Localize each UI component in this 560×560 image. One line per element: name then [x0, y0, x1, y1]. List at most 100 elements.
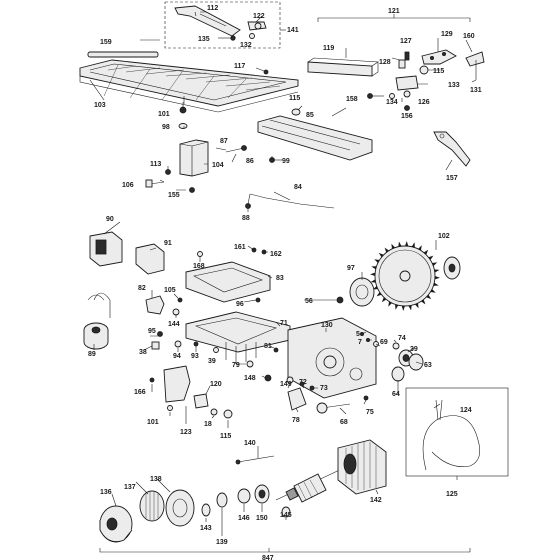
part-64	[391, 366, 405, 382]
part-106-head	[145, 179, 153, 188]
part-84-end	[247, 193, 251, 205]
part-97-hub	[355, 284, 369, 300]
label-150: 150	[256, 515, 268, 522]
part-96	[255, 297, 261, 303]
label-91: 91	[164, 240, 172, 247]
part-115-washer-b	[291, 108, 301, 116]
label-101-b: 101	[147, 419, 159, 426]
label-113: 113	[150, 161, 161, 168]
label-124: 124	[460, 407, 472, 414]
label-5: 5	[356, 331, 360, 338]
label-93: 93	[191, 353, 199, 360]
label-87: 87	[220, 138, 228, 145]
label-64: 64	[392, 391, 400, 398]
part-126	[403, 90, 411, 98]
label-145: 145	[280, 512, 292, 519]
label-99: 99	[282, 158, 290, 165]
part-79	[246, 360, 254, 368]
label-132: 132	[240, 42, 252, 49]
part-71-base	[185, 311, 291, 353]
part-103-edge	[79, 76, 299, 113]
part-56-head	[336, 296, 344, 304]
blade-tooth	[376, 291, 382, 297]
part-129-clamp	[421, 49, 457, 65]
blade-tooth	[405, 241, 409, 247]
part-73	[309, 385, 315, 391]
part-85-detail	[261, 119, 361, 151]
label-68: 68	[340, 419, 348, 426]
label-72: 72	[299, 379, 307, 386]
leader-142	[375, 489, 379, 495]
kit-141-box	[164, 1, 281, 49]
label-119: 119	[323, 45, 334, 52]
label-115-a: 115	[433, 68, 444, 75]
label-84: 84	[294, 184, 302, 191]
label-155: 155	[168, 192, 180, 199]
label-90: 90	[106, 216, 114, 223]
label-104: 104	[212, 162, 224, 169]
part-89-wires	[87, 292, 111, 318]
label-39-b: 39	[208, 358, 216, 365]
part-68-head	[316, 402, 328, 414]
part-112-detail	[194, 11, 227, 27]
part-137-fan	[139, 490, 165, 522]
part-84-rod	[249, 193, 335, 209]
label-63: 63	[424, 362, 432, 369]
part-122-hole	[254, 22, 262, 30]
part-155	[189, 187, 195, 193]
label-81: 81	[264, 343, 272, 350]
bracket-121	[317, 17, 471, 22]
label-136: 136	[100, 489, 112, 496]
label-141: 141	[287, 27, 299, 34]
part-armature	[275, 465, 349, 503]
label-98: 98	[162, 124, 170, 131]
label-88: 88	[242, 215, 250, 222]
part-130-bearing	[349, 367, 363, 381]
bracket-847	[99, 548, 471, 553]
blade-tooth	[371, 266, 377, 270]
blade-tooth	[433, 282, 439, 286]
label-142: 142	[370, 497, 382, 504]
label-115-b: 115	[289, 95, 300, 102]
part-166	[149, 377, 155, 383]
blade-tooth	[374, 259, 380, 263]
part-78	[287, 387, 307, 411]
part-103-table	[79, 59, 299, 107]
part-150-bore	[258, 489, 266, 499]
label-75: 75	[366, 409, 374, 416]
part-7	[365, 337, 370, 342]
part-127	[404, 51, 410, 61]
label-127: 127	[400, 38, 412, 45]
blade-tooth	[408, 305, 412, 311]
blade-tooth	[411, 242, 415, 248]
label-79: 79	[232, 362, 240, 369]
label-39-a: 39	[410, 346, 418, 353]
label-101-a: 101	[158, 111, 170, 118]
label-161: 161	[234, 244, 246, 251]
blade-tooth	[378, 252, 384, 258]
part-83-inner	[193, 267, 263, 293]
label-148: 148	[244, 375, 256, 382]
label-103: 103	[94, 102, 106, 109]
label-85: 85	[306, 112, 314, 119]
label-115-c: 115	[220, 433, 231, 440]
label-166: 166	[134, 389, 146, 396]
part-133-block	[395, 75, 419, 91]
part-145	[281, 506, 291, 518]
part-156	[404, 105, 410, 111]
blade-tooth	[370, 279, 376, 283]
part-88	[245, 203, 251, 209]
label-162: 162	[270, 251, 282, 258]
label-168: 168	[193, 263, 205, 270]
cable-kit-125-box	[405, 387, 509, 477]
part-143	[201, 503, 211, 517]
part-130-hub	[323, 355, 337, 369]
blade-tooth	[381, 297, 387, 303]
part-138-housing	[165, 489, 195, 527]
part-158-head	[367, 93, 373, 99]
label-125: 125	[446, 491, 458, 498]
blade-tooth	[391, 243, 396, 249]
part-130-gear-ring	[315, 347, 345, 377]
part-135-screw-head	[230, 35, 236, 41]
